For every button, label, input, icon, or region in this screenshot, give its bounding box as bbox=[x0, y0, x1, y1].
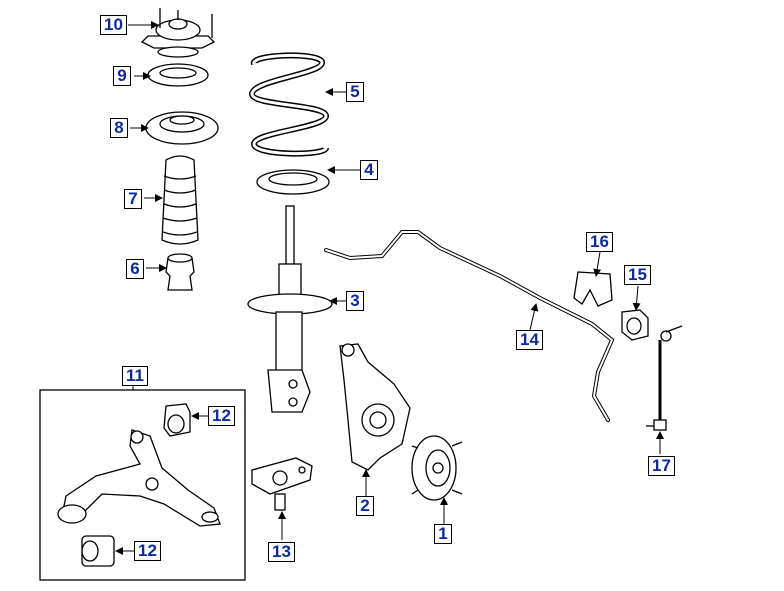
dust-boot-part bbox=[161, 155, 199, 245]
strut-assembly-part bbox=[247, 205, 333, 413]
callout-6: 6 bbox=[126, 259, 144, 279]
stabilizer-bushing-part bbox=[621, 309, 649, 341]
callout-16: 16 bbox=[586, 232, 613, 252]
callout-8: 8 bbox=[110, 118, 128, 138]
lower-spring-seat-part bbox=[256, 169, 330, 195]
coil-spring-part bbox=[248, 52, 330, 157]
callout-17: 17 bbox=[648, 456, 675, 476]
lower-control-arm-part bbox=[57, 429, 221, 527]
stabilizer-link-part bbox=[646, 325, 683, 431]
callout-11: 11 bbox=[122, 366, 148, 386]
steering-knuckle-part bbox=[339, 343, 411, 471]
bump-stop-part bbox=[165, 253, 195, 291]
ball-joint-part bbox=[251, 457, 313, 511]
callout-10: 10 bbox=[100, 15, 127, 35]
bushing-upper-part bbox=[163, 403, 191, 437]
upper-spring-seat-part bbox=[145, 111, 219, 145]
callout-7: 7 bbox=[124, 189, 142, 209]
callout-12-upper: 12 bbox=[208, 406, 235, 426]
callout-14: 14 bbox=[516, 330, 543, 350]
callout-5: 5 bbox=[346, 82, 364, 102]
callout-4: 4 bbox=[360, 160, 378, 180]
callout-2: 2 bbox=[356, 496, 374, 516]
leader-lines bbox=[115, 21, 664, 555]
bushing-lower-part bbox=[81, 535, 115, 567]
callout-15: 15 bbox=[624, 265, 651, 285]
callout-3: 3 bbox=[346, 291, 364, 311]
stabilizer-bracket-part bbox=[573, 271, 613, 307]
callout-13: 13 bbox=[268, 542, 295, 562]
stabilizer-bar-part bbox=[324, 230, 615, 422]
strut-bearing-part bbox=[147, 63, 209, 87]
lower-arm-group-frame bbox=[39, 389, 246, 581]
callout-12-lower: 12 bbox=[134, 541, 161, 561]
strut-mount-part bbox=[140, 8, 216, 58]
callout-1: 1 bbox=[434, 524, 452, 544]
wheel-hub-part bbox=[411, 435, 463, 501]
callout-9: 9 bbox=[113, 66, 131, 86]
